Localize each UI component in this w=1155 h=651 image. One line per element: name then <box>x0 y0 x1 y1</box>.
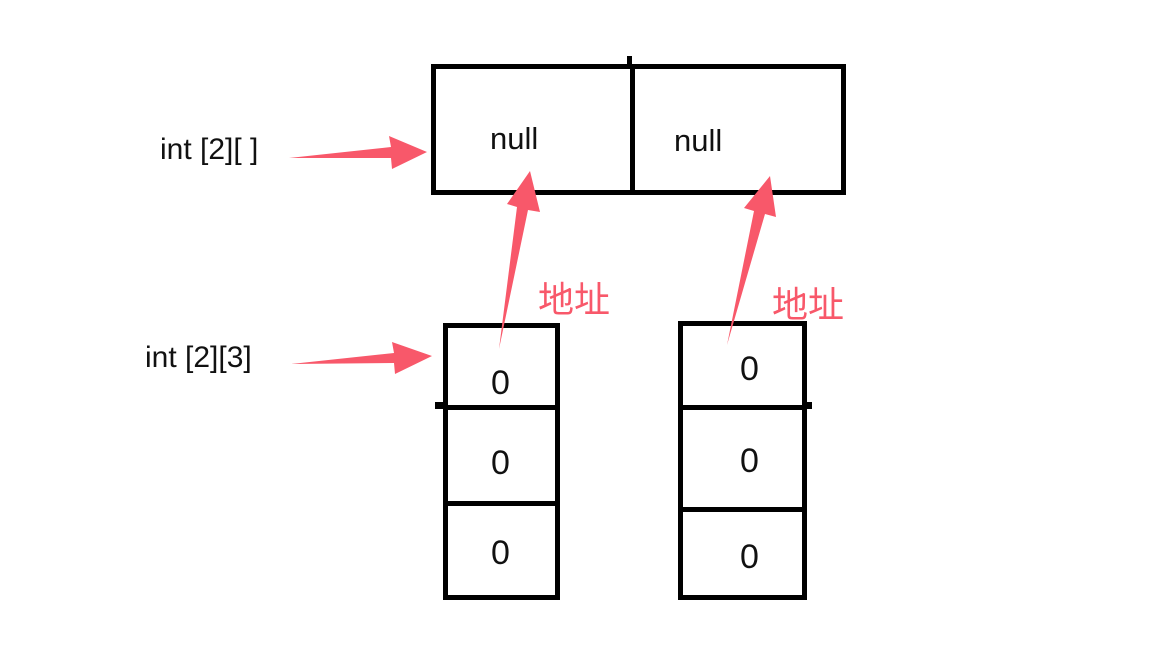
address-arrow-icon-right <box>727 176 776 345</box>
left-array-cell-2-value: 0 <box>491 534 510 572</box>
row-array-cell-1-value: null <box>674 123 723 158</box>
left-array-divider-1 <box>448 405 555 410</box>
address-label-left: 地址 <box>538 279 611 320</box>
row-array-cell-0-value: null <box>490 121 539 156</box>
label-int-2-empty: int [2][ ] <box>160 133 259 166</box>
right-array-cell-1-value: 0 <box>740 442 759 480</box>
right-array-cell-0-value: 0 <box>740 350 759 388</box>
right-array-notch <box>803 402 812 409</box>
right-array-divider-2 <box>683 507 802 512</box>
left-array-cell-0-value: 0 <box>491 364 510 402</box>
left-array-divider-2 <box>448 501 555 506</box>
pointer-arrow-icon-outer-label <box>289 136 427 169</box>
label-int-2-3: int [2][3] <box>145 341 252 374</box>
right-array-cell-2-value: 0 <box>740 538 759 576</box>
row-array-cell-divider <box>630 69 635 190</box>
divider-tick-mark <box>627 56 632 66</box>
right-array-divider-1 <box>683 405 802 410</box>
address-label-right: 地址 <box>772 284 845 325</box>
left-array-cell-1-value: 0 <box>491 444 510 482</box>
pointer-arrow-icon-full-label <box>291 342 432 374</box>
left-array-notch <box>435 402 444 409</box>
column-array-left-box <box>443 323 560 600</box>
